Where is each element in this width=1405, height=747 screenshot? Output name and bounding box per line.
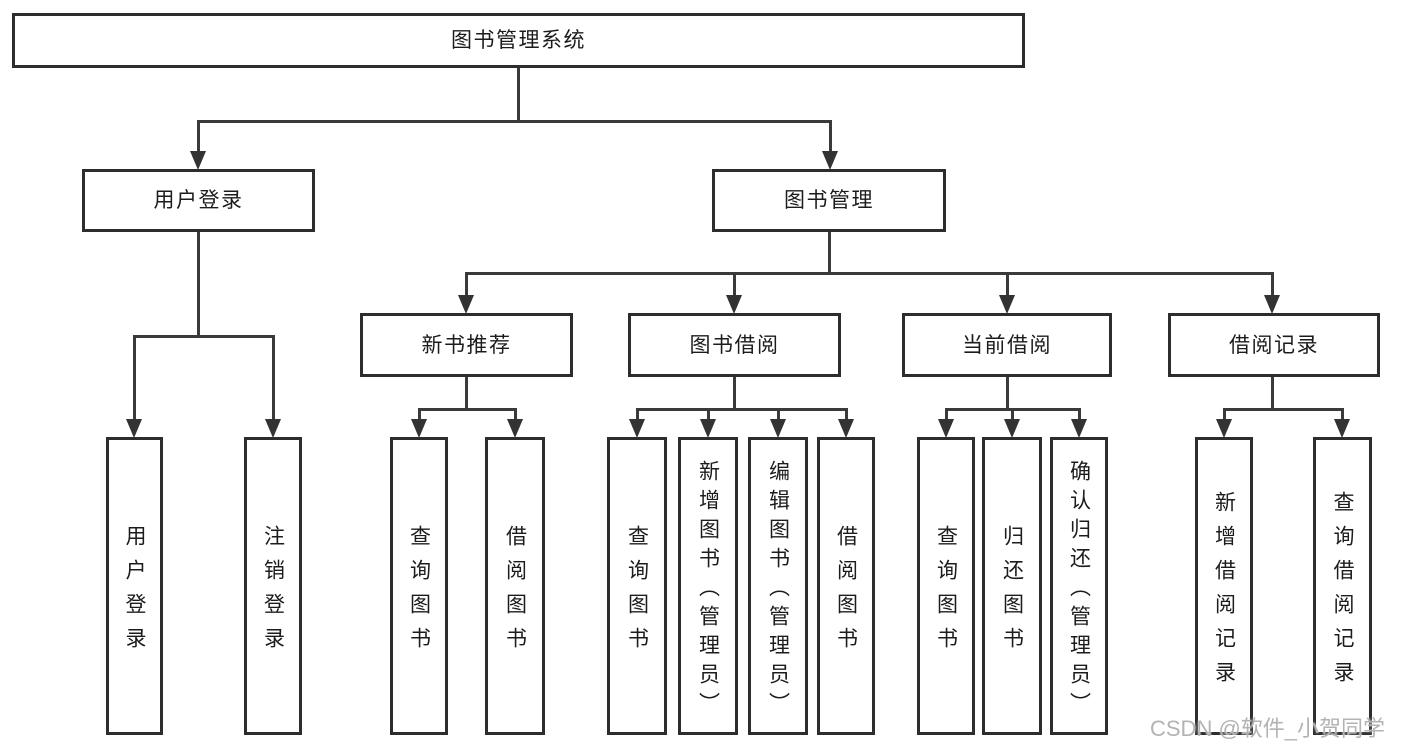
- connector-root-drop-1: [829, 120, 832, 153]
- node-label: 借阅图书: [834, 524, 858, 661]
- arrowhead-down-icon: [770, 419, 786, 438]
- node-label: 图书借阅: [689, 333, 780, 357]
- connector-book-management-drop-3: [1271, 272, 1274, 297]
- node-query-borrow-record: 查询借阅记录: [1313, 437, 1372, 735]
- node-label: 用户登录: [153, 189, 244, 212]
- node-borrow-books-borrowing: 借阅图书: [817, 437, 875, 735]
- connector-new-book-recommend-bus: [418, 408, 517, 411]
- arrowhead-down-icon: [265, 419, 281, 438]
- node-label: 查询图书: [934, 524, 958, 661]
- connector-user-login-drop-0: [133, 335, 136, 421]
- connector-book-borrowing-stem: [733, 377, 736, 411]
- node-label: 确认归还（管理员）: [1067, 459, 1091, 721]
- node-add-books-admin: 新增图书（管理员）: [678, 437, 738, 735]
- node-label: 查询借阅记录: [1331, 490, 1354, 695]
- arrowhead-down-icon: [999, 295, 1015, 314]
- connector-current-borrowing-stem: [1006, 377, 1009, 411]
- connector-current-borrowing-drop-0: [945, 408, 948, 421]
- arrowhead-down-icon: [938, 419, 954, 438]
- connector-new-book-recommend-drop-1: [514, 408, 517, 421]
- connector-book-borrowing-drop-3: [845, 408, 848, 421]
- connector-borrowing-records-stem: [1271, 377, 1274, 411]
- node-user-login-action: 用户登录: [106, 437, 163, 735]
- node-label: 借阅记录: [1229, 333, 1319, 357]
- node-label: 编辑图书（管理员）: [766, 459, 790, 721]
- connector-book-borrowing-bus: [636, 408, 848, 411]
- node-label: 查询图书: [407, 524, 431, 661]
- connector-borrowing-records-drop-1: [1341, 408, 1344, 421]
- connector-book-management-bus: [465, 272, 1274, 275]
- node-current-borrowing: 当前借阅: [902, 313, 1112, 377]
- arrowhead-down-icon: [126, 419, 142, 438]
- node-label: 归还图书: [1000, 524, 1024, 661]
- node-label: 新增借阅记录: [1212, 490, 1236, 695]
- connector-book-borrowing-drop-0: [636, 408, 639, 421]
- node-logout-action: 注销登录: [244, 437, 302, 735]
- arrowhead-down-icon: [629, 419, 645, 438]
- node-borrowing-records: 借阅记录: [1168, 313, 1380, 377]
- arrowhead-down-icon: [190, 151, 206, 170]
- arrowhead-down-icon: [507, 419, 523, 438]
- arrowhead-down-icon: [822, 151, 838, 170]
- arrowhead-down-icon: [726, 295, 742, 314]
- connector-user-login-drop-1: [272, 335, 275, 421]
- connector-new-book-recommend-drop-0: [418, 408, 421, 421]
- arrowhead-down-icon: [1216, 419, 1232, 438]
- node-label: 借阅图书: [503, 524, 527, 661]
- arrowhead-down-icon: [1071, 419, 1087, 438]
- connector-book-management-stem: [828, 232, 831, 275]
- connector-book-management-drop-1: [733, 272, 736, 297]
- connector-new-book-recommend-stem: [465, 377, 468, 411]
- node-label: 新增图书（管理员）: [696, 459, 720, 721]
- node-root-library-system: 图书管理系统: [12, 13, 1025, 68]
- node-edit-books-admin: 编辑图书（管理员）: [748, 437, 808, 735]
- node-label: 图书管理: [784, 189, 874, 212]
- connector-book-borrowing-drop-1: [707, 408, 710, 421]
- connector-current-borrowing-drop-2: [1078, 408, 1081, 421]
- node-book-management: 图书管理: [712, 169, 946, 232]
- connector-book-management-drop-0: [465, 272, 468, 297]
- node-label: 注销登录: [261, 524, 285, 661]
- node-query-books-recommend: 查询图书: [390, 437, 448, 735]
- connector-root-stem: [517, 68, 520, 123]
- node-user-login: 用户登录: [82, 169, 315, 232]
- connector-user-login-stem: [197, 232, 200, 338]
- connector-borrowing-records-bus: [1223, 408, 1344, 411]
- csdn-watermark: CSDN @软件_小贺同学: [1150, 716, 1386, 741]
- node-query-books-borrowing: 查询图书: [607, 437, 667, 735]
- arrowhead-down-icon: [458, 295, 474, 314]
- connector-borrowing-records-drop-0: [1223, 408, 1226, 421]
- node-add-borrow-record: 新增借阅记录: [1195, 437, 1253, 735]
- connector-book-management-drop-2: [1006, 272, 1009, 297]
- node-label: 查询图书: [625, 524, 649, 661]
- node-label: 当前借阅: [962, 333, 1052, 357]
- arrowhead-down-icon: [411, 419, 427, 438]
- node-label: 新书推荐: [421, 333, 512, 357]
- arrowhead-down-icon: [1004, 419, 1020, 438]
- node-new-book-recommend: 新书推荐: [360, 313, 573, 377]
- connector-user-login-bus: [133, 335, 275, 338]
- arrowhead-down-icon: [700, 419, 716, 438]
- node-query-books-current: 查询图书: [917, 437, 975, 735]
- connector-current-borrowing-drop-1: [1011, 408, 1014, 421]
- arrowhead-down-icon: [1264, 295, 1280, 314]
- connector-book-borrowing-drop-2: [777, 408, 780, 421]
- arrowhead-down-icon: [838, 419, 854, 438]
- node-borrow-books-recommend: 借阅图书: [485, 437, 545, 735]
- connector-root-drop-0: [197, 120, 200, 153]
- node-label: 图书管理系统: [451, 29, 586, 52]
- node-book-borrowing: 图书借阅: [628, 313, 841, 377]
- connector-root-bus: [197, 120, 832, 123]
- node-return-books: 归还图书: [982, 437, 1042, 735]
- arrowhead-down-icon: [1334, 419, 1350, 438]
- node-label: 用户登录: [123, 524, 146, 661]
- node-confirm-return-admin: 确认归还（管理员）: [1050, 437, 1108, 735]
